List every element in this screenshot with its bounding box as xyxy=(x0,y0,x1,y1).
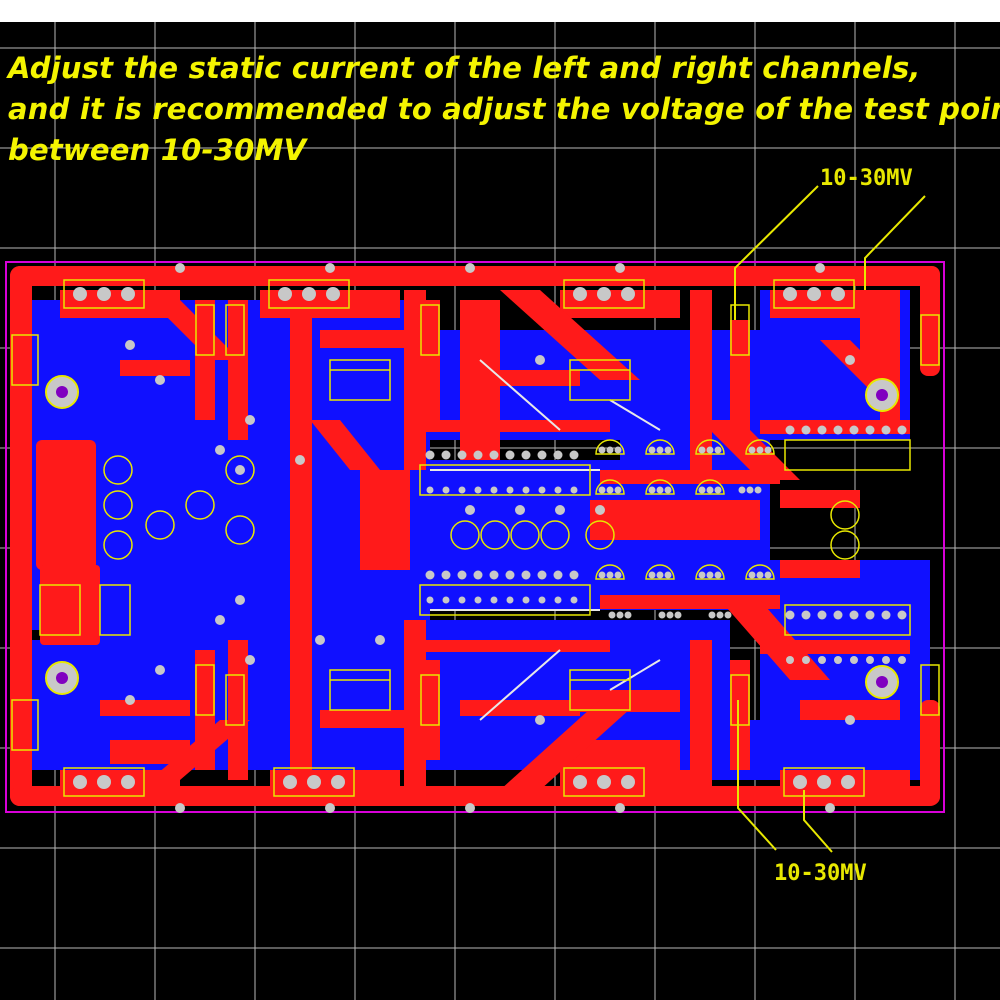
signal-traces xyxy=(430,359,661,721)
test-point-label-top: 10-30MV xyxy=(820,166,913,191)
test-point-callouts xyxy=(734,185,926,853)
test-point-label-bottom: 10-30MV xyxy=(774,861,867,886)
board-outline xyxy=(5,261,945,813)
caption-line-1: Adjust the static current of the left an… xyxy=(8,51,921,85)
pad-layer xyxy=(73,263,907,813)
mounting-holes xyxy=(45,375,899,699)
silkscreen-layer xyxy=(11,279,940,797)
caption-line-3: between 10-30MV xyxy=(8,133,307,167)
caption-line-2: and it is recommended to adjust the volt… xyxy=(8,92,1000,126)
